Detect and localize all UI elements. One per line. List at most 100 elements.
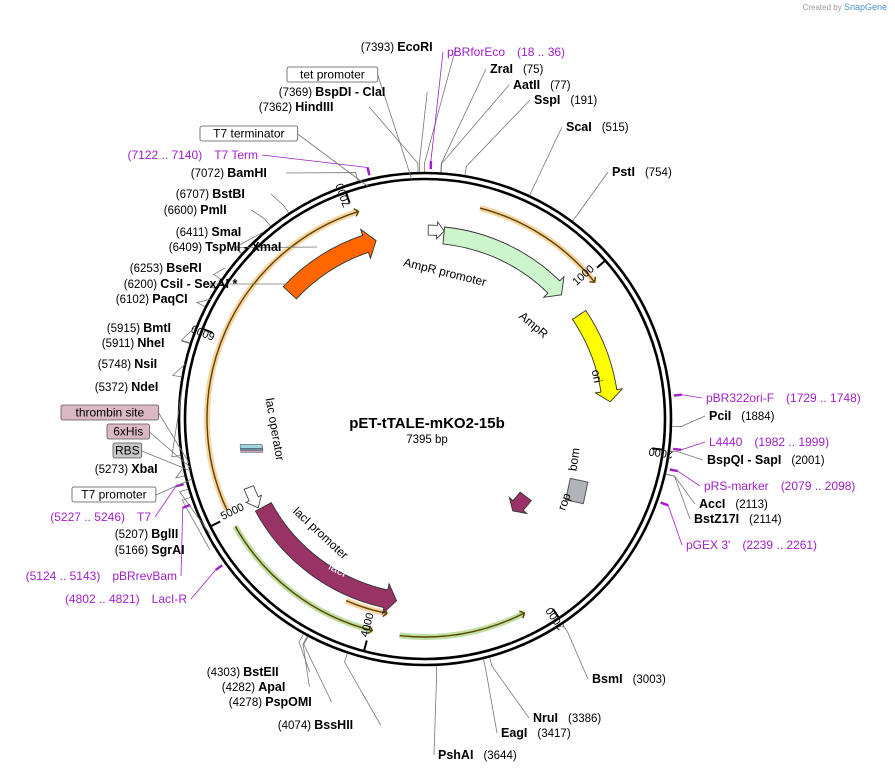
primer-leader-l4440	[681, 441, 706, 451]
feature-ori	[571, 309, 624, 403]
site-label-bmti: (5915) BmtI	[107, 321, 171, 335]
site-leader-eagi	[482, 658, 498, 734]
site-name-eagi: EagI	[501, 726, 527, 740]
site-name-sspi: SspI	[534, 93, 560, 107]
site-label-apai: (4282) ApaI	[222, 680, 286, 694]
site-name-bstz17i: BstZ17I	[694, 512, 739, 526]
site-name-sgrai: SgrAI	[151, 543, 184, 557]
site-pos-xbai: (5273)	[95, 464, 131, 476]
site-name-tspmi-xmai: TspMI - XmaI	[205, 240, 281, 254]
site-name-pspomi: PspOMI	[265, 695, 312, 709]
site-label-zrai: ZraI(75)	[490, 62, 544, 76]
primer-leader-pbr322ori-f	[681, 394, 703, 399]
site-name-acci: AccI	[699, 497, 725, 511]
site-pos-bstz17i: (2114)	[749, 514, 782, 526]
tick-label-4000: 4000	[359, 612, 377, 639]
site-pos-zrai: (75)	[523, 64, 544, 76]
tick-label-3000: 3000	[544, 605, 568, 632]
feature-box-leader-rbs	[141, 450, 191, 472]
site-pos-sspi: (191)	[570, 95, 597, 107]
site-name-ndei: NdeI	[131, 380, 158, 394]
site-label-pcii: PciI(1884)	[709, 409, 775, 423]
site-pos-smai: (6411)	[176, 227, 212, 239]
snapgene-watermark: Created by SnapGene	[803, 2, 887, 12]
primer-mark-l4440	[673, 447, 682, 452]
tick-mark-1000	[596, 259, 606, 269]
site-pos-pmli: (6600)	[164, 205, 200, 217]
site-leader-nhei	[181, 340, 190, 345]
primer-label-prs-marker: pRS-marker(2079 .. 2098)	[704, 479, 855, 493]
site-pos-ecori: (7393)	[361, 42, 397, 54]
site-name-ecori: EcoRI	[397, 40, 432, 54]
site-leader-zrai	[440, 68, 487, 173]
site-label-psti: PstI(754)	[612, 165, 672, 179]
site-label-paqci: (6102) PaqCI	[116, 292, 188, 306]
site-name-nrui: NruI	[533, 711, 558, 725]
primer-name-prs-marker: pRS-marker	[704, 479, 769, 493]
site-name-bmti: BmtI	[143, 321, 171, 335]
primer-label-laci-r: (4802 .. 4821)LacI-R	[65, 592, 187, 606]
feature-label-bom: bom	[565, 447, 582, 472]
primer-range-laci-r: (4802 .. 4821)	[65, 592, 140, 606]
site-label-bspdi-clai: (7369) BspDI - ClaI	[279, 85, 386, 99]
site-label-pshai: PshAI(3644)	[438, 748, 517, 762]
leader-line-layer	[141, 46, 706, 756]
site-pos-bseri: (6253)	[130, 263, 166, 275]
site-label-bsshii: (4074) BssHII	[278, 718, 353, 732]
site-label-nsii: (5748) NsiI	[98, 357, 157, 371]
backbone	[177, 171, 673, 667]
site-label-bspqi-sapi: BspQI - SapI(2001)	[707, 453, 825, 467]
site-label-smai: (6411) SmaI	[176, 225, 241, 239]
site-leader-bsteii	[298, 633, 310, 673]
site-name-bsmi: BsmI	[592, 672, 623, 686]
site-name-apai: ApaI	[258, 680, 285, 694]
feature-label-ampr: AmpR	[516, 309, 551, 341]
primer-label-pbr322ori-f: pBR322ori-F(1729 .. 1748)	[706, 391, 861, 405]
site-leader-bsmi	[562, 624, 589, 680]
tick-mark-2000	[651, 447, 664, 451]
site-label-bamhi: (7072) BamHI	[191, 166, 267, 180]
site-pos-acci: (2113)	[735, 499, 768, 511]
feature-box-rbs	[112, 442, 143, 459]
site-label-acci: AccI (2113)	[699, 497, 768, 511]
feature-layer	[239, 220, 624, 616]
site-pos-hindiii: (7362)	[259, 102, 295, 114]
primer-label-l4440: L4440(1982 .. 1999)	[709, 435, 829, 449]
primer-leader-pbrrevbam	[180, 507, 184, 577]
site-label-sgrai: (5166) SgrAI	[115, 543, 185, 557]
orf-arrowhead	[589, 276, 597, 283]
site-leader-acci	[665, 473, 696, 505]
site-leader-ndei	[171, 386, 183, 458]
site-leader-csii-sexai	[206, 283, 288, 290]
site-pos-bspdi-clai: (7369)	[279, 87, 315, 99]
site-label-bglii: (5207) BglII	[115, 527, 179, 541]
feature-label-lac-operator: lac operator	[263, 397, 288, 462]
site-pos-pcii: (1884)	[741, 411, 774, 423]
site-leader-pcii	[671, 415, 706, 428]
site-name-hindiii: HindIII	[295, 100, 333, 114]
primer-label-t7: (5227 .. 5246)T7	[50, 510, 151, 524]
site-leader-bmti	[180, 327, 195, 344]
site-label-nhei: (5911) NheI	[102, 336, 165, 350]
primer-range-t7-term: (7122 .. 7140)	[127, 148, 202, 162]
site-leader-bstbi	[270, 193, 290, 214]
feature-label-ori: ori	[589, 368, 605, 384]
site-name-nsii: NsiI	[134, 357, 157, 371]
site-leader-smai	[234, 231, 264, 254]
site-pos-bsteii: (4303)	[207, 667, 243, 679]
site-label-ndei: (5372) NdeI	[95, 380, 159, 394]
primer-mark-prs-marker	[669, 468, 678, 473]
primer-name-pgex-3: pGEX 3'	[686, 538, 730, 552]
plasmid-center-title: pET-tTALE-mKO2-15b 7395 bp	[349, 415, 505, 446]
site-leader-scai	[529, 126, 563, 196]
feature-box-label-rbs: RBS	[115, 444, 140, 458]
site-pos-nsii: (5748)	[98, 359, 134, 371]
site-leader-aatii	[440, 84, 510, 173]
site-name-aatii: AatII	[513, 78, 540, 92]
site-leader-bglii	[178, 488, 211, 535]
feature-box-label-tet-promoter: tet promoter	[300, 68, 365, 82]
site-label-nrui: NruI(3386)	[533, 711, 601, 725]
feature-box-leader-thrombin-site	[158, 412, 190, 464]
primer-leader-laci-r	[190, 569, 217, 600]
orf-arrowhead	[367, 625, 374, 635]
